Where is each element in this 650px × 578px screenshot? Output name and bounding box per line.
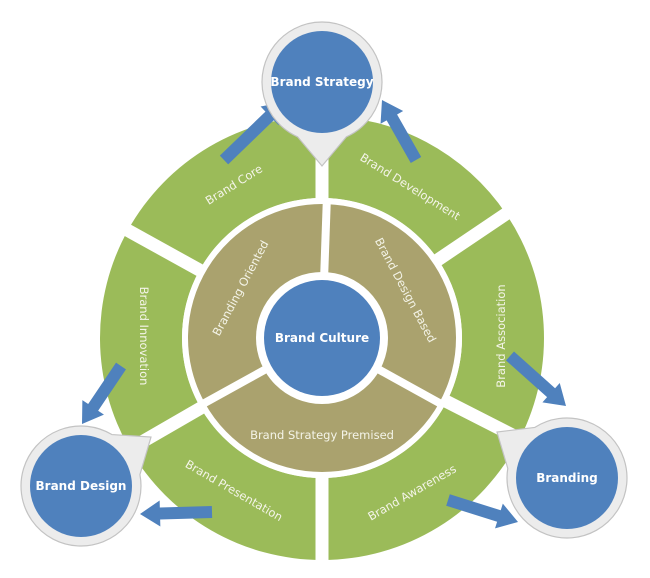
inner-label-brand-strategy-premised: Brand Strategy Premised (250, 428, 394, 442)
outer-ring-gap (432, 203, 517, 267)
outer-segment-brand-core (127, 116, 322, 271)
node-label-brand-design: Brand Design (36, 479, 127, 493)
arrow-innovation-to-design-icon (82, 362, 126, 424)
inner-segment-branding-oriented (188, 204, 327, 403)
outer-label-brand-association: Brand Association (494, 284, 508, 387)
inner-ring-gap (320, 201, 331, 279)
node-branding-circle[interactable] (516, 427, 618, 529)
arrow-presentation-to-design-icon (140, 500, 213, 527)
arrow-development-to-strategy-icon (380, 100, 422, 163)
arrow-association-to-branding-icon (506, 351, 566, 406)
outer-segment-brand-presentation (129, 408, 322, 560)
center-circle (264, 280, 380, 396)
outer-segment-brand-development (322, 116, 507, 260)
inner-ring-gap (372, 363, 443, 408)
outer-ring-gap (117, 220, 205, 277)
node-brand-design-circle[interactable] (30, 435, 132, 537)
node-label-brand-strategy: Brand Strategy (270, 75, 373, 89)
node-label-branding: Branding (536, 471, 598, 485)
inner-segment-brand-design-based (324, 204, 456, 403)
outer-label-brand-innovation: Brand Innovation (137, 287, 151, 386)
center-label: Brand Culture (275, 331, 369, 345)
node-brand-strategy-circle[interactable] (271, 31, 373, 133)
inner-segment-brand-strategy-premised (204, 368, 440, 472)
outer-segment-brand-awareness (322, 401, 520, 560)
arrow-awareness-to-branding-icon (446, 494, 518, 529)
outer-segment-brand-association (438, 213, 544, 439)
inner-ring-gap (201, 363, 272, 408)
arrow-brand-core-to-strategy-icon (219, 102, 284, 165)
outer-segment-brand-innovation (99, 230, 201, 449)
